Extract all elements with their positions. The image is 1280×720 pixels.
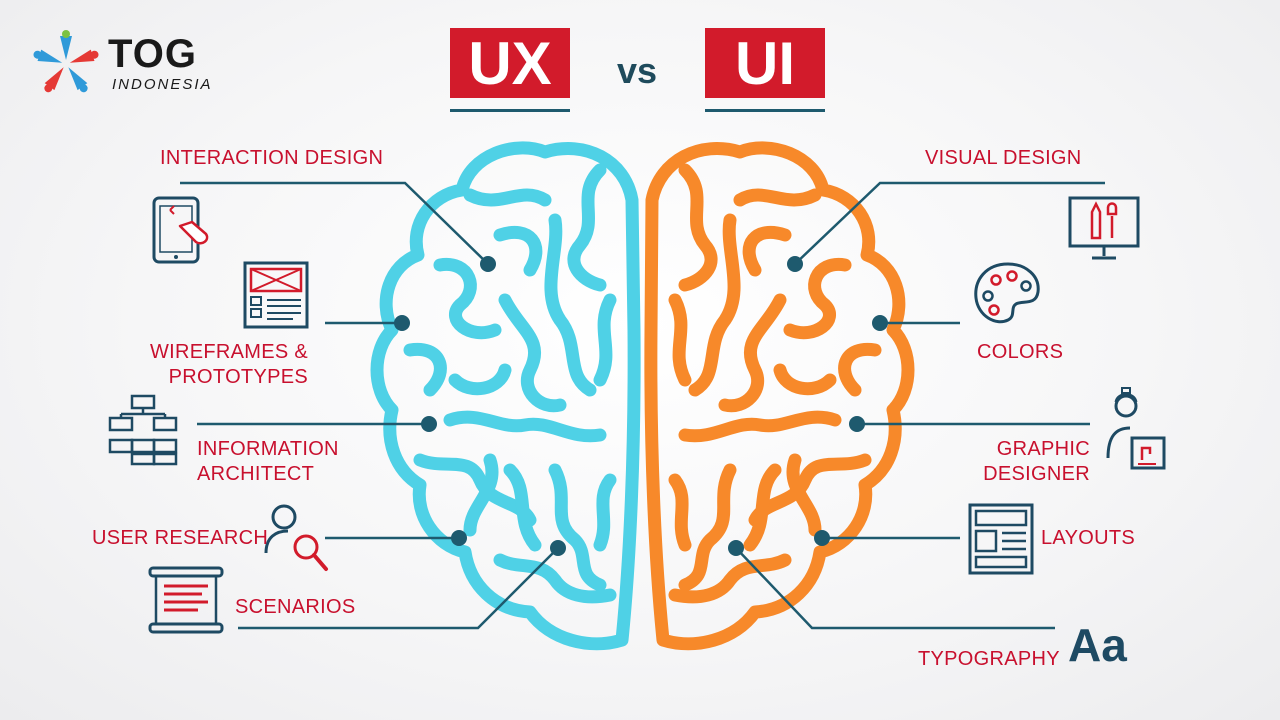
connector-dots — [394, 256, 888, 556]
title-ux-underline — [450, 109, 570, 112]
label-visual-design: VISUAL DESIGN — [925, 147, 1082, 169]
title-ux: UX — [450, 28, 570, 98]
title-ui-underline — [705, 109, 825, 112]
label-wireframes-line2: PROTOTYPES — [168, 366, 308, 388]
wireframe-icon — [243, 261, 309, 329]
label-layouts: LAYOUTS — [1041, 527, 1135, 549]
designer-icon — [1106, 387, 1166, 470]
label-interaction-design: INTERACTION DESIGN — [160, 147, 384, 169]
label-graphic-line2: DESIGNER — [983, 463, 1090, 485]
label-user-research: USER RESEARCH — [92, 527, 269, 549]
title-ui: UI — [705, 28, 825, 98]
title-vs: vs — [616, 50, 658, 91]
label-graphic-line1: GRAPHIC — [996, 438, 1090, 460]
label-colors: COLORS — [977, 341, 1064, 363]
label-information-line1: INFORMATION — [197, 438, 339, 460]
label-information-line2: ARCHITECT — [197, 463, 315, 485]
layout-icon — [968, 503, 1034, 575]
logo-name: TOG — [108, 32, 197, 76]
connector-lines — [180, 181, 1105, 630]
label-wireframes-prototypes: WIREFRAMES & PROTOTYPES — [148, 340, 308, 390]
sitemap-icon — [108, 394, 178, 466]
typography-icon: Aa — [1068, 619, 1127, 671]
user-search-icon — [264, 504, 328, 571]
ux-brain-hemisphere — [370, 141, 641, 651]
monitor-tools-icon — [1068, 196, 1140, 260]
label-scenarios: SCENARIOS — [235, 596, 356, 618]
palette-icon — [974, 262, 1040, 324]
tog-logo: TOG INDONESIA — [32, 28, 232, 98]
scroll-document-icon — [148, 566, 224, 634]
logo-subtitle: INDONESIA — [112, 76, 213, 93]
label-graphic-designer: GRAPHIC DESIGNER — [960, 437, 1090, 487]
label-wireframes-line1: WIREFRAMES & — [149, 341, 308, 363]
tablet-touch-icon — [152, 196, 209, 264]
label-information-architect: INFORMATION ARCHITECT — [197, 437, 339, 487]
label-typography: TYPOGRAPHY — [918, 648, 1060, 670]
ui-brain-hemisphere — [644, 141, 915, 651]
tog-logo-icon — [33, 30, 99, 93]
